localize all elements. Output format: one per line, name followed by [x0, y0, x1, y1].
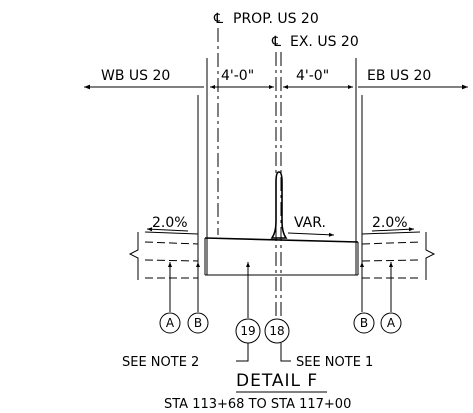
see-note-1-label: SEE NOTE 1	[296, 355, 373, 370]
centerline-prop-label: ℄ PROP. US 20	[213, 11, 319, 27]
dimension-row: WB US 20 4'-0" 4'-0" EB US 20	[84, 68, 468, 90]
see-note-2-label: SEE NOTE 2	[122, 355, 199, 370]
wb-us20-label: WB US 20	[101, 68, 170, 84]
right-layer-line-2	[361, 259, 421, 262]
eb-us20-label: EB US 20	[367, 68, 431, 84]
left-layer-line-2	[144, 259, 199, 262]
right-layer-line	[361, 241, 421, 245]
svg-text:A: A	[387, 316, 396, 330]
slope-left-label: 2.0%	[152, 215, 188, 231]
dim-left-label: 4'-0"	[221, 68, 254, 84]
callout-18: 18	[264, 318, 290, 344]
svg-text:18: 18	[269, 324, 284, 338]
centerline-symbol: ℄	[213, 11, 223, 27]
slope-right-label: 2.0%	[372, 215, 408, 231]
slope-left-arrow	[146, 227, 189, 232]
centerline-ex-label: ℄ EX. US 20	[271, 34, 359, 50]
right-top-surface	[361, 231, 421, 235]
left-break-line	[128, 232, 139, 280]
callout-b-left: B	[187, 312, 209, 334]
centerline-symbol: ℄	[271, 34, 281, 50]
dim-right-label: 4'-0"	[296, 68, 329, 84]
svg-text:B: B	[360, 316, 368, 330]
note-2-leader	[236, 343, 249, 362]
var-label: VAR.	[294, 215, 326, 231]
median-barrier	[270, 171, 288, 239]
slab-top	[204, 237, 359, 243]
detail-title: DETAIL F	[236, 371, 318, 391]
ex-us20-label: EX. US 20	[290, 34, 359, 50]
left-roadway: 2.0%	[128, 215, 199, 280]
callout-19: 19	[235, 318, 261, 344]
svg-text:A: A	[166, 316, 175, 330]
right-roadway: 2.0%	[361, 215, 436, 280]
prop-us20-label: PROP. US 20	[233, 11, 319, 27]
callout-a-right: A	[380, 312, 402, 334]
svg-text:B: B	[194, 316, 202, 330]
left-layer-line	[144, 241, 199, 245]
note-1-leader	[280, 343, 291, 362]
svg-text:19: 19	[240, 324, 255, 338]
callout-b-right: B	[353, 312, 375, 334]
right-break-line	[425, 232, 436, 280]
var-arrow	[287, 232, 335, 237]
slope-right-arrow	[371, 227, 415, 232]
callout-a-left: A	[159, 312, 181, 334]
station-range-label: STA 113+68 TO STA 117+00	[164, 397, 351, 412]
left-top-surface	[144, 231, 199, 235]
